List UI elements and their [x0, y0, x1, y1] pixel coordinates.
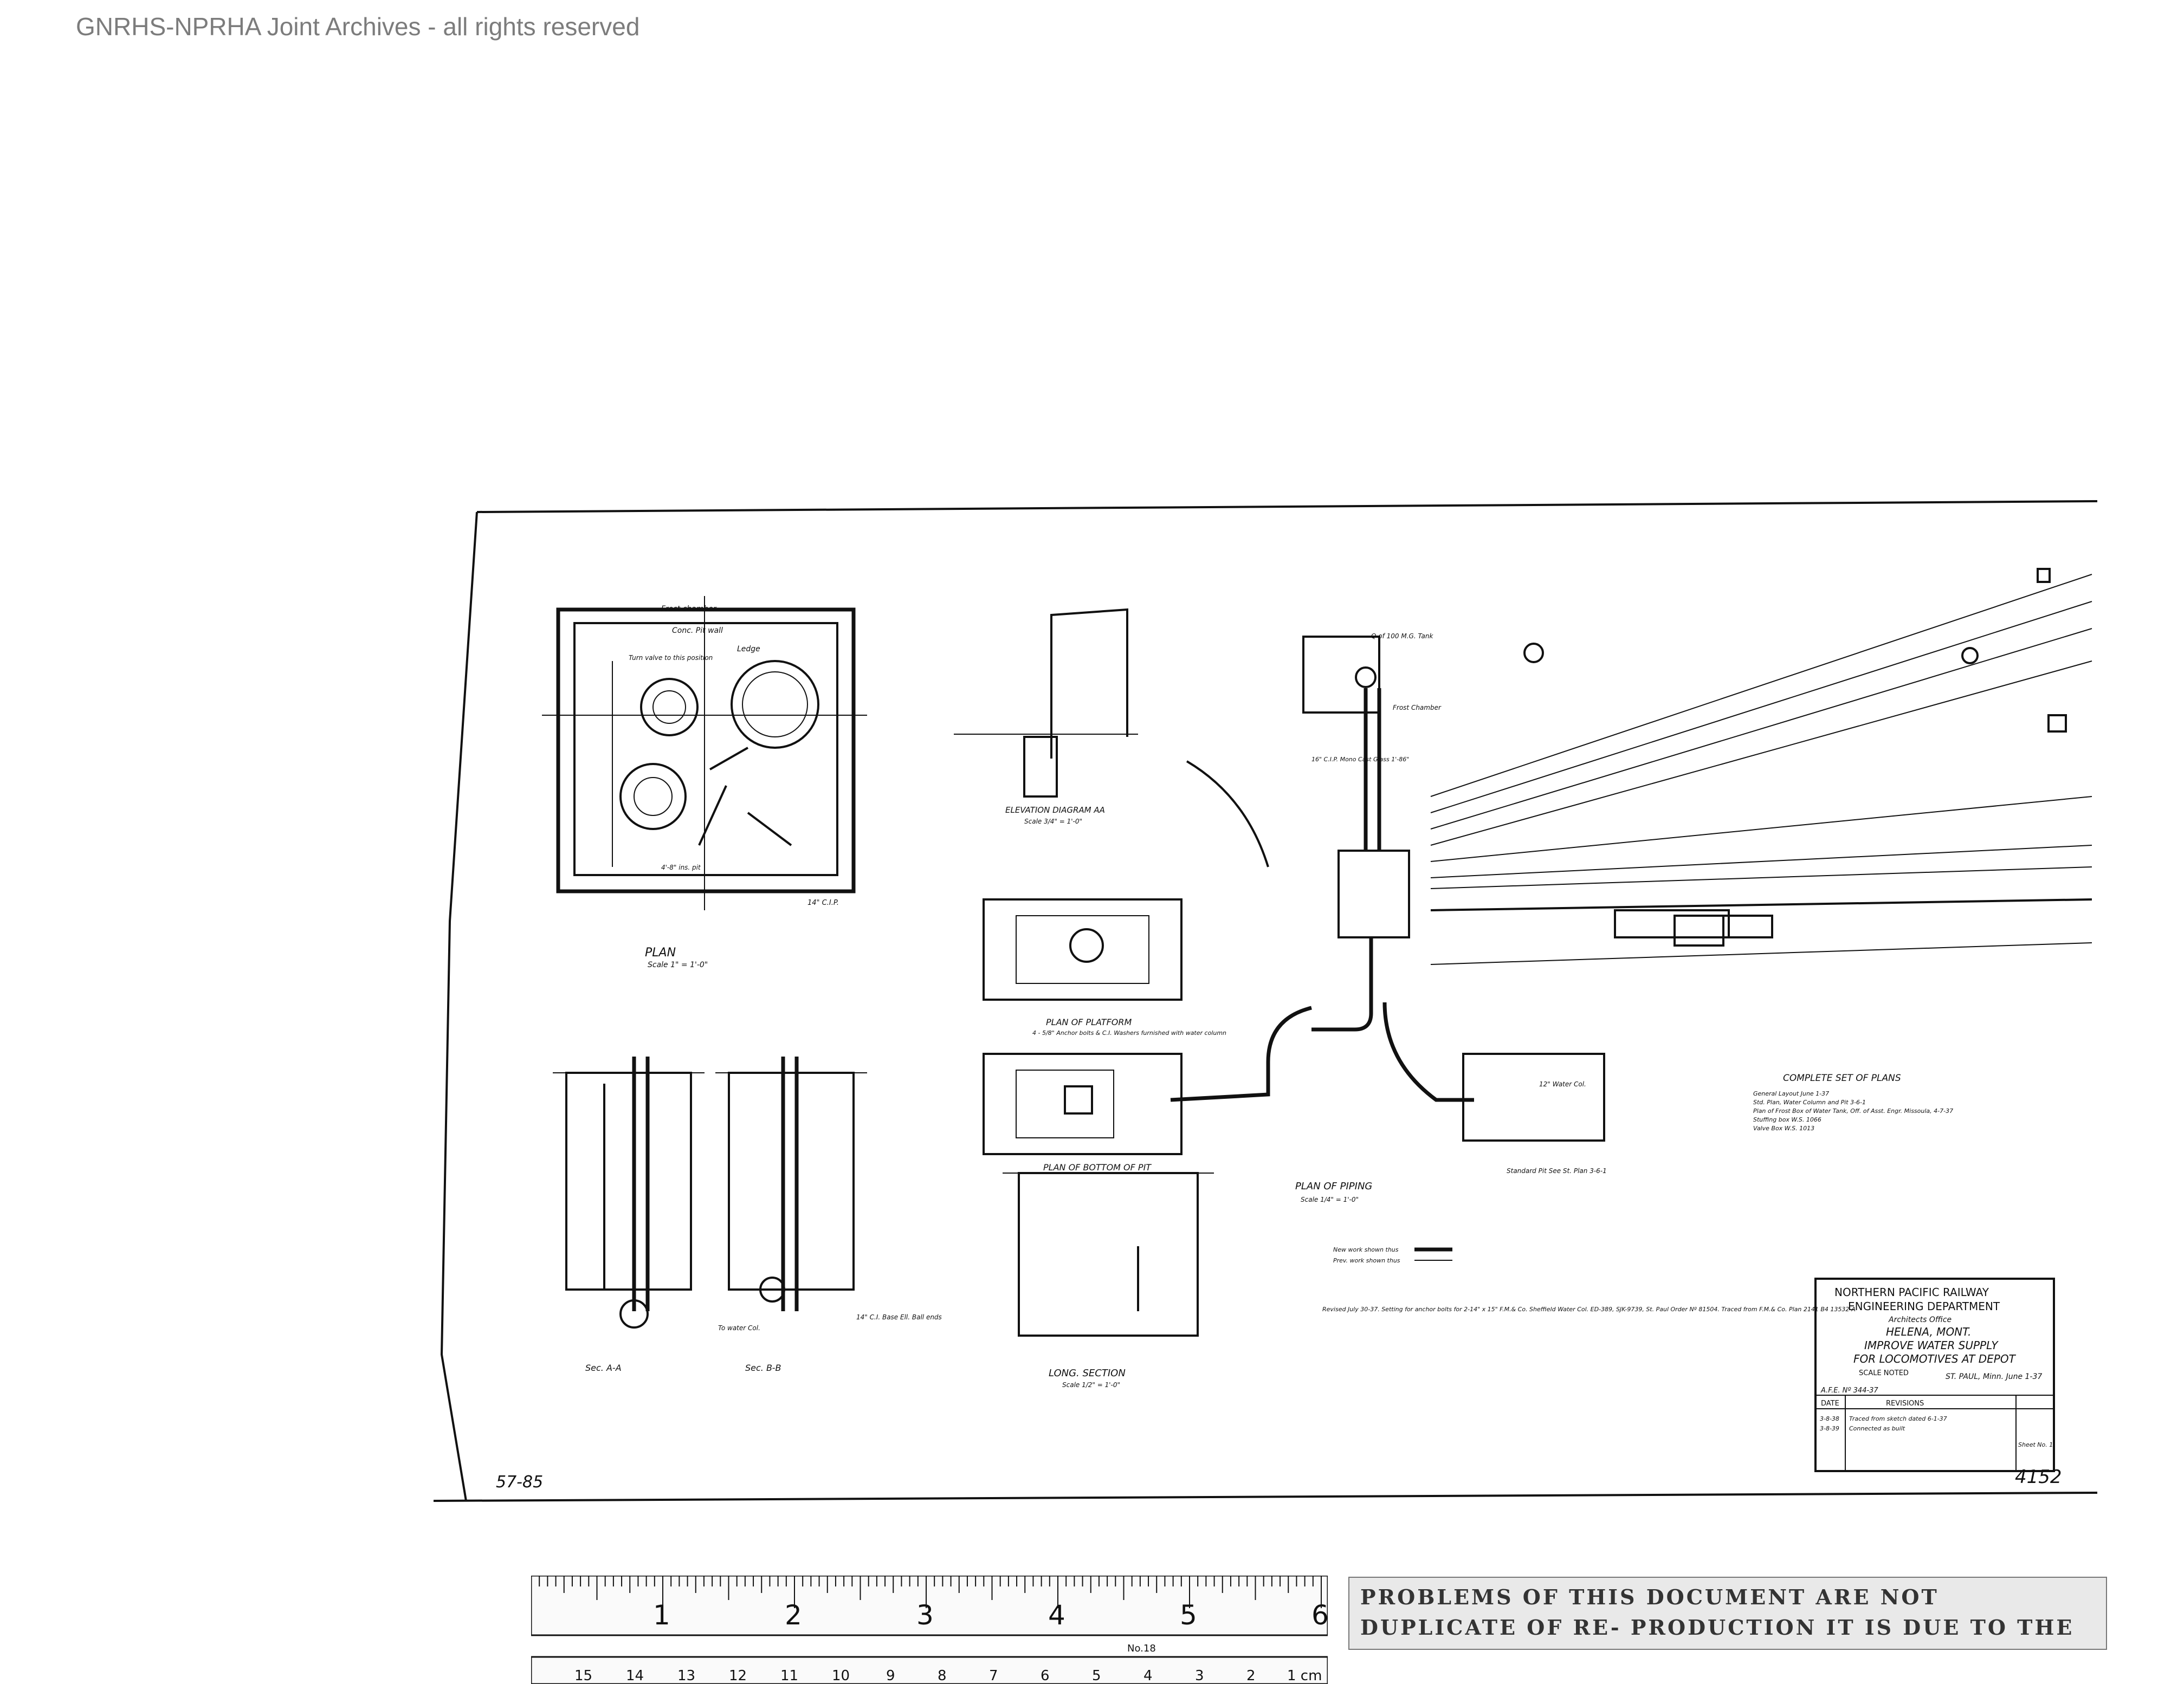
inch-label: 4 — [1048, 1599, 1065, 1631]
mono-cast-label: 16" C.I.P. Mono Cast Glass 1'-86" — [1311, 756, 1409, 763]
inch-label: 2 — [785, 1599, 802, 1631]
cm-label: 8 — [938, 1668, 947, 1684]
plan-view: Frost chamber Conc. Pit wall Ledge Turn … — [542, 596, 867, 969]
plans-list: COMPLETE SET OF PLANS General Layout Jun… — [1753, 1073, 1953, 1132]
elevation-title: ELEVATION DIAGRAM AA — [1005, 805, 1105, 815]
frost-chamber-label: Frost chamber — [661, 605, 717, 613]
cm-label: 3 — [1195, 1668, 1204, 1684]
prev-work-legend: Prev. work shown thus — [1333, 1257, 1400, 1264]
long-section-scale: Scale 1/2" = 1'-0" — [1062, 1381, 1120, 1389]
legend: New work shown thus Prev. work shown thu… — [496, 1246, 1856, 1492]
revisions-date-header: DATE — [1821, 1400, 1839, 1408]
section-bb: Sec. B-B To water Col. 14" C.I. Base Ell… — [715, 1057, 942, 1373]
section-aa-title: Sec. A-A — [585, 1363, 622, 1373]
cm-label: 14 — [626, 1668, 644, 1684]
frost-chamber-2-label: Frost Chamber — [1393, 704, 1442, 711]
title-line6: FOR LOCOMOTIVES AT DEPOT — [1853, 1352, 2017, 1365]
plan-scale: Scale 1" = 1'-0" — [648, 961, 708, 969]
inch-label: 5 — [1180, 1599, 1197, 1631]
quality-stamp: PROBLEMS OF THIS DOCUMENT ARE NOT DUPLIC… — [1348, 1577, 2107, 1650]
elevation-diagram: ELEVATION DIAGRAM AA Scale 3/4" = 1'-0" — [954, 608, 1138, 825]
cm-label: 13 — [677, 1668, 695, 1684]
scale-ruler: 1 2 3 4 5 6 No.18 1 cm 2 3 4 5 6 7 8 9 1… — [531, 1576, 1328, 1684]
piping-plan: Q of 100 M.G. Tank Frost Chamber 16" C.I… — [1170, 632, 1607, 1203]
plans-list-item: General Layout June 1-37 — [1753, 1090, 1829, 1097]
pit-wall-label: Conc. Pit wall — [672, 626, 723, 635]
inside-pit-label: 4'-8" ins. pit — [661, 864, 701, 871]
title-line4: HELENA, MONT. — [1886, 1325, 1971, 1338]
revision-row-date: 3-8-38 — [1820, 1415, 1839, 1422]
pit-bottom-title: PLAN OF BOTTOM OF PIT — [1043, 1162, 1152, 1173]
sheet-border — [433, 500, 2098, 1502]
title-place-date: ST. PAUL, Minn. June 1-37 — [1946, 1372, 2042, 1381]
tank-label: Q of 100 M.G. Tank — [1371, 632, 1433, 640]
title-line5: IMPROVE WATER SUPPLY — [1864, 1339, 1999, 1352]
pit-bottom-plan: PLAN OF BOTTOM OF PIT — [983, 1053, 1183, 1173]
revision-row-date: 3-8-39 — [1820, 1425, 1839, 1432]
cm-label: 9 — [886, 1668, 895, 1684]
title-afe: A.F.E. Nº 344-37 — [1820, 1387, 1878, 1395]
sheet-mark: 57-85 — [496, 1473, 543, 1492]
to-water-col-label: To water Col. — [718, 1324, 760, 1332]
long-section: LONG. SECTION Scale 1/2" = 1'-0" — [1003, 1172, 1214, 1389]
clp-label: 14" C.I.P. — [807, 899, 839, 907]
section-bb-title: Sec. B-B — [745, 1363, 781, 1373]
cm-label: 1 cm — [1287, 1668, 1322, 1684]
plans-list-item: Plan of Frost Box of Water Tank, Off. of… — [1753, 1107, 1953, 1115]
revision-row-text: Connected as built — [1849, 1425, 1905, 1432]
cm-label: 2 — [1246, 1668, 1256, 1684]
revision-row-text: Traced from sketch dated 6-1-37 — [1849, 1415, 1947, 1422]
cm-label: 5 — [1092, 1668, 1101, 1684]
platform-title: PLAN OF PLATFORM — [1046, 1017, 1132, 1027]
piping-title: PLAN OF PIPING — [1295, 1181, 1372, 1192]
ruler-ticks — [531, 1576, 1322, 1608]
title-line3: Architects Office — [1888, 1316, 1952, 1324]
cm-label: 12 — [729, 1668, 747, 1684]
title-line2: ENGINEERING DEPARTMENT — [1848, 1300, 2000, 1313]
title-scale: SCALE NOTED — [1859, 1369, 1909, 1377]
revision-note: Revised July 30-37. Setting for anchor b… — [1322, 1306, 1856, 1313]
section-aa: Sec. A-A — [553, 1057, 705, 1373]
cm-label: 6 — [1041, 1668, 1050, 1684]
inch-label: 1 — [653, 1599, 670, 1631]
plans-list-title: COMPLETE SET OF PLANS — [1783, 1073, 1901, 1084]
ledge-label: Ledge — [737, 645, 760, 653]
plans-list-item: Std. Plan, Water Column and Pit 3-6-1 — [1753, 1099, 1866, 1106]
platform-plan: 4 - 5/8" Anchor bolts & C.I. Washers fur… — [983, 898, 1226, 1037]
turn-valve-label: Turn valve to this position — [629, 654, 713, 662]
new-work-legend: New work shown thus — [1333, 1246, 1399, 1253]
ell-label: 14" C.I. Base Ell. Ball ends — [856, 1313, 942, 1321]
cm-label: 10 — [832, 1668, 850, 1684]
site-layout — [1430, 568, 2092, 965]
standard-pit-label: Standard Pit See St. Plan 3-6-1 — [1507, 1167, 1607, 1175]
ruler-mark: No.18 — [1127, 1643, 1156, 1654]
piping-scale: Scale 1/4" = 1'-0" — [1301, 1196, 1359, 1203]
inch-labels: 1 2 3 4 5 6 — [653, 1599, 1328, 1631]
cm-label: 11 — [780, 1668, 798, 1684]
plans-list-item: Valve Box W.S. 1013 — [1753, 1125, 1814, 1132]
inch-label: 6 — [1311, 1599, 1328, 1631]
revisions-header: REVISIONS — [1886, 1400, 1924, 1408]
cm-label: 4 — [1143, 1668, 1153, 1684]
cm-label: 15 — [574, 1668, 592, 1684]
inch-label: 3 — [916, 1599, 934, 1631]
title-block: NORTHERN PACIFIC RAILWAY ENGINEERING DEP… — [1814, 1278, 2062, 1488]
anchor-bolts-label: 4 - 5/8" Anchor bolts & C.I. Washers fur… — [1032, 1029, 1226, 1037]
water-col-label: 12" Water Col. — [1539, 1080, 1586, 1088]
plan-title: PLAN — [645, 946, 676, 960]
plans-list-item: Stuffing box W.S. 1066 — [1753, 1116, 1821, 1123]
archive-watermark: GNRHS-NPRHA Joint Archives - all rights … — [76, 12, 640, 41]
sheet-number: Sheet No. 1 — [2018, 1441, 2053, 1448]
title-line1: NORTHERN PACIFIC RAILWAY — [1834, 1286, 1989, 1299]
elevation-scale: Scale 3/4" = 1'-0" — [1024, 818, 1082, 825]
drawing-number: 4152 — [2015, 1466, 2062, 1488]
long-section-title: LONG. SECTION — [1049, 1368, 1126, 1379]
cm-label: 7 — [989, 1668, 998, 1684]
